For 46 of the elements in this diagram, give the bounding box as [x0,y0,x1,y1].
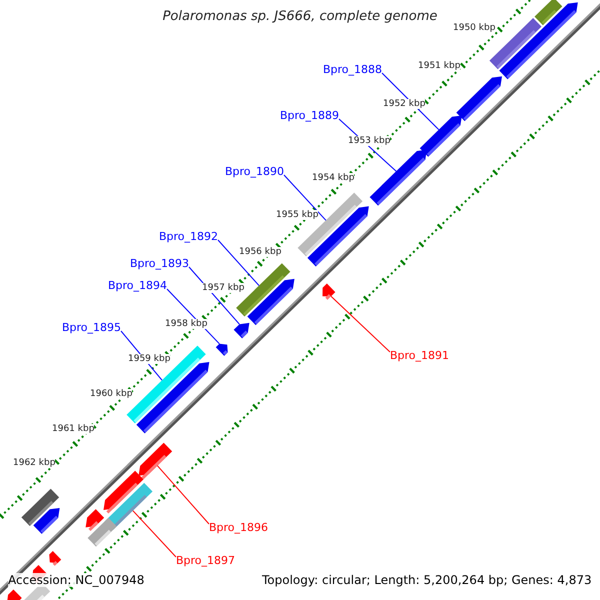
gene-feature [136,362,210,434]
gene-feature [6,589,22,600]
gene-label: Bpro_1889 [280,109,339,122]
gene-label: Bpro_1890 [224,165,284,178]
tick-label: 1958 kbp [165,319,208,329]
tick-label: 1959 kbp [128,354,170,364]
gene-label: Bpro_1896 [209,521,268,534]
gene-label: Bpro_1893 [130,257,189,270]
gene-feature [234,322,250,338]
gene-feature [33,508,60,534]
gene-label: Bpro_1894 [108,279,167,292]
leader-line [330,296,390,352]
gene-label: Bpro_1891 [390,349,450,362]
gene-feature [247,278,294,326]
topology-text: Topology: circular; Length: 5,200,264 bp; Genes: 4,873 [262,573,592,587]
gene-feature [420,115,462,157]
tick-label: 1952 kbp [383,99,426,109]
tick-label: 1962 kbp [13,458,56,468]
gene-feature [49,551,62,566]
gene-label: Bpro_1895 [62,321,121,334]
tick-label: 1953 kbp [348,136,390,146]
tick-label: 1957 kbp [202,283,244,293]
gene-feature [534,0,562,26]
tick-label: 1954 kbp [312,173,354,183]
leader-line [284,174,326,221]
tick-label: 1956 kbp [239,247,282,257]
tick-label: 1961 kbp [52,424,94,434]
leader-line [132,510,176,558]
gene-label: Bpro_1892 [158,230,218,243]
tick-label: 1950 kbp [453,23,496,33]
gene-feature [322,284,336,300]
gene-label: Bpro_1897 [176,554,236,567]
tick-label: 1955 kbp [276,210,318,220]
diagram-title: Polaromonas sp. JS666, complete genome [162,9,438,24]
gene-feature [86,509,104,531]
leader-line [218,240,260,286]
tick-label: 1960 kbp [90,389,132,399]
gene-feature [456,76,502,122]
gene-feature [138,442,172,480]
gene-feature [88,518,117,547]
gene-feature [216,344,228,356]
leader-line [156,465,210,524]
accession-text: Accession: NC_007948 [8,573,144,587]
gene-label: Bpro_1888 [322,63,382,76]
tick-label: 1951 kbp [418,61,460,71]
gene-feature [370,150,427,206]
